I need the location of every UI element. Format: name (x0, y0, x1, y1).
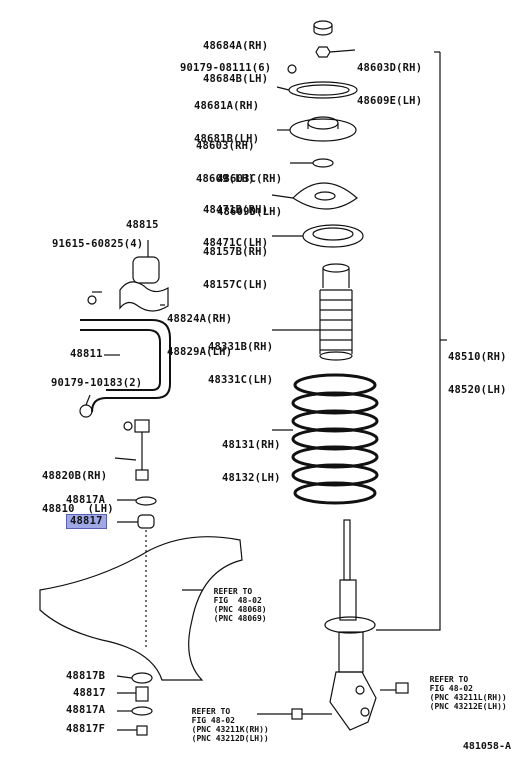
stabilizer-bar-part (80, 319, 171, 413)
insulator-part (292, 182, 358, 210)
label-48811: 48811 (70, 348, 103, 360)
label-lh: 48829A(LH) (167, 346, 233, 358)
bushing-part (119, 256, 169, 312)
label-lh: 48810 (LH) (42, 503, 114, 515)
label-48603c: 48603C(RH) 48609D(LH) (217, 152, 282, 229)
label-lh: 48520(LH) (448, 384, 507, 396)
label-rh: 48471B(RH) (203, 204, 269, 216)
ref-line: FIG 48-02 (213, 596, 262, 605)
label-48510: 48510(RH) 48520(LH) (448, 330, 507, 407)
nut-part (315, 46, 331, 58)
label-lh: 48609(LH) (196, 173, 255, 185)
link-part (123, 419, 150, 481)
bolt-nut-part (79, 404, 93, 418)
bushing-hl-part (137, 514, 155, 529)
label-lh: 48132(LH) (222, 472, 281, 484)
bushing-b-part (131, 672, 153, 684)
label-48603: 48603(RH) 48609(LH) (196, 119, 255, 196)
ref-line: (PNC 43212E(LH)) (429, 702, 507, 711)
label-48684: 48684A(RH) 48684B(LH) (203, 19, 268, 96)
right-bolt-part (395, 682, 409, 694)
collar-part (135, 686, 149, 702)
label-rh: 48684A(RH) (203, 40, 269, 52)
label-48157: 48157B(RH) 48157C(LH) (203, 225, 268, 302)
label-rh: 48824A(RH) (167, 313, 233, 325)
ref-bottom: REFER TO FIG 48-02 (PNC 43211K(RH)) (PNC… (182, 698, 269, 743)
ref-line: (PNC 48069) (213, 614, 267, 623)
ref-line: (PNC 43211K(RH)) (191, 725, 269, 734)
label-48471: 48471B(RH) 48471C(LH) (203, 183, 268, 260)
label-48820: 48820B(RH) 48810 (LH) (42, 449, 114, 526)
ref-line: REFER TO (191, 707, 231, 716)
label-48331: 48331B(RH) 48331C(LH) (208, 320, 273, 397)
ref-line: (PNC 43211L(RH)) (429, 693, 507, 702)
small-nut-part (287, 64, 297, 74)
label-lh: 48681B(LH) (194, 133, 260, 145)
label-lh: 48609D(LH) (217, 206, 283, 218)
label-48681: 48681A(RH) 48681B(LH) (194, 79, 259, 156)
ref-line: FIG 48-02 (191, 716, 235, 725)
coil-spring-part (291, 373, 379, 505)
nut-f-part (136, 725, 148, 736)
label-lh: 48684B(LH) (203, 73, 269, 85)
label-48817a-bot: 48817A (66, 704, 106, 716)
label-91615: 91615-60825(4) (52, 238, 144, 250)
lower-arm-part (39, 536, 243, 681)
ref-right: REFER TO FIG 48-02 (PNC 43211L(RH)) (PNC… (420, 666, 507, 711)
shock-absorber-part (324, 519, 377, 731)
label-lh: 48331C(LH) (208, 374, 274, 386)
label-90179-10183: 90179-10183(2) (51, 377, 143, 389)
label-48817a-top: 48817A (66, 494, 106, 506)
label-48817b: 48817B (66, 670, 106, 682)
ref-line: FIG 48-02 (429, 684, 473, 693)
label-lh: 48471C(LH) (203, 237, 269, 249)
label-rh: 48510(RH) (448, 351, 507, 363)
ref-line: (PNC 43212D(LH)) (191, 734, 269, 743)
label-48817-highlighted[interactable]: 48817 (66, 514, 107, 529)
washer-a-part (131, 706, 153, 716)
label-rh: 48603(RH) (196, 140, 255, 152)
ref-line: REFER TO (429, 675, 469, 684)
label-48603d: 48603D(RH) 48609E(LH) (357, 41, 422, 118)
cap-part (313, 20, 333, 30)
label-rh: 48157B(RH) (203, 246, 269, 258)
label-rh: 48820B(RH) (42, 470, 108, 482)
label-48824: 48824A(RH) 48829A(LH) (167, 292, 232, 369)
washer-part (312, 158, 334, 168)
support-part (289, 118, 357, 142)
label-rh: 48131(RH) (222, 439, 281, 451)
label-48131: 48131(RH) 48132(LH) (222, 418, 281, 495)
label-48817f: 48817F (66, 723, 106, 735)
label-rh: 48603C(RH) (217, 173, 283, 185)
label-48817-mid: 48817 (73, 687, 106, 699)
label-90179-08111: 90179-08111(6) (180, 62, 272, 74)
bushing-a-part (135, 496, 157, 506)
label-rh: 48681A(RH) (194, 100, 260, 112)
label-lh: 48157C(LH) (203, 279, 269, 291)
figure-code: 481058-A (462, 741, 511, 752)
bottom-bolt-part (291, 708, 332, 720)
label-rh: 48331B(RH) (208, 341, 274, 353)
label-lh: 48609E(LH) (357, 95, 423, 107)
label-rh: 48603D(RH) (357, 62, 423, 74)
bump-boot-part (319, 263, 353, 361)
ref-line: REFER TO (213, 587, 253, 596)
ref-line: (PNC 48068) (213, 605, 267, 614)
label-48815: 48815 (126, 219, 159, 231)
ref-lower-arm: REFER TO FIG 48-02 (PNC 48068) (PNC 4806… (204, 578, 267, 623)
